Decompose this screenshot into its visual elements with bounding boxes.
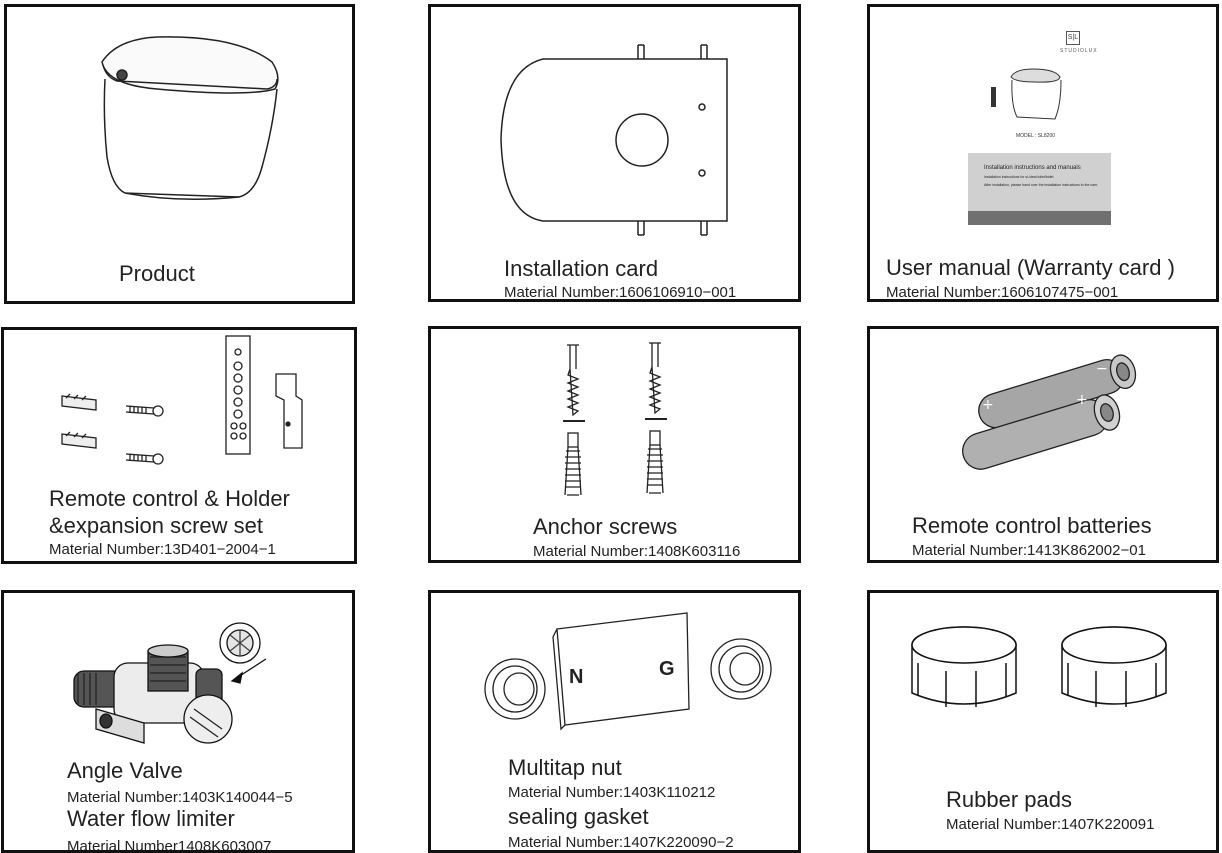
manual-heading: Installation instructions and manuals bbox=[984, 165, 1081, 171]
toilet-illustration bbox=[101, 36, 279, 200]
material-number: Material Number:1606106910−001 bbox=[504, 284, 737, 301]
manual-line1: Installation instructions for sl-ideal t… bbox=[984, 175, 1054, 179]
card-title: Multitap nut bbox=[508, 755, 622, 780]
material-number-2: Material Number:1407K220090−2 bbox=[508, 834, 734, 851]
card-title: Remote control & Holder bbox=[49, 486, 290, 511]
manual-cover: S|L STUDIOLUX MODEL : SL8200 Installatio… bbox=[870, 7, 1216, 237]
card-installation-card: Installation card Material Number:160610… bbox=[428, 4, 801, 302]
manual-brand: STUDIOLUX bbox=[1060, 48, 1098, 54]
manual-line2: After installation, please hand over the… bbox=[984, 183, 1099, 187]
material-number: Material Number:1606107475−001 bbox=[886, 284, 1119, 301]
manual-model: MODEL : SL8200 bbox=[1016, 133, 1056, 139]
material-number: Material Number:1403K140044−5 bbox=[67, 789, 293, 806]
card-remote-control: Remote control & Holder &expansion screw… bbox=[1, 327, 357, 564]
anchor-screw-right bbox=[645, 342, 667, 494]
rubber-pad-left bbox=[911, 626, 1017, 707]
angle-valve-illustration bbox=[73, 622, 267, 744]
card-user-manual: S|L STUDIOLUX MODEL : SL8200 Installatio… bbox=[867, 4, 1219, 302]
battery-plus-sign-2: + bbox=[1076, 392, 1088, 408]
material-number: Material Number:1408K603116 bbox=[533, 543, 741, 560]
rubber-pads-illustration bbox=[911, 626, 1167, 707]
card-rubber-pads: Rubber pads Material Number:1407K220091 bbox=[867, 590, 1219, 853]
anchor-screw-left bbox=[563, 344, 585, 496]
gasket-left bbox=[484, 658, 546, 720]
card-anchor-screws: Anchor screws Material Number:1408K60311… bbox=[428, 326, 801, 563]
card-batteries: + + − Remote control batteries Material … bbox=[867, 326, 1219, 563]
material-number: Material Number:1407K220091 bbox=[946, 816, 1155, 833]
card-title: Angle Valve bbox=[67, 758, 183, 783]
card-title: Anchor screws bbox=[533, 514, 678, 539]
manual-dark-strip bbox=[968, 211, 1111, 225]
material-number: Material Number:1413K862002−01 bbox=[912, 542, 1146, 559]
manual-info-box: Installation instructions and manuals In… bbox=[968, 153, 1111, 225]
batteries-illustration: + + − bbox=[962, 354, 1137, 470]
battery-minus-sign: − bbox=[1096, 361, 1108, 377]
rubber-pad-right bbox=[1061, 626, 1167, 707]
anchor-screws-illustration bbox=[563, 342, 667, 496]
studiolux-logo: S|L bbox=[1066, 31, 1080, 45]
card-title: Product bbox=[119, 261, 195, 286]
nut-label-g: G bbox=[659, 658, 675, 680]
material-number: Material Number:13D401−2004−1 bbox=[49, 541, 276, 558]
flow-limiter-disc bbox=[219, 622, 261, 664]
card-title-line2: &expansion screw set bbox=[49, 513, 263, 538]
manual-toilet-thumbnail bbox=[991, 68, 1062, 120]
nut-label-n: N bbox=[569, 666, 583, 688]
multitap-nut-illustration: N G bbox=[484, 612, 772, 731]
installation-card-template bbox=[500, 44, 728, 236]
card-product: Product bbox=[4, 4, 355, 304]
card-angle-valve: Angle Valve Material Number:1403K140044−… bbox=[1, 590, 355, 853]
card-title: Remote control batteries bbox=[912, 513, 1152, 538]
card-title-line2: sealing gasket bbox=[508, 804, 649, 829]
gasket-right bbox=[710, 638, 772, 700]
material-number: Material Number:1403K110212 bbox=[508, 784, 716, 801]
card-title-line2: Water flow limiter bbox=[67, 806, 235, 831]
card-title: User manual (Warranty card ) bbox=[886, 255, 1175, 280]
card-multitap-nut: N G Multitap nut Material Number:1403K11… bbox=[428, 590, 801, 853]
card-title: Installation card bbox=[504, 256, 659, 281]
material-number-2: Material Number1408K603007 bbox=[67, 838, 272, 853]
battery-plus-sign: + bbox=[982, 397, 994, 413]
remote-control-set-illustration bbox=[61, 335, 303, 465]
card-title: Rubber pads bbox=[946, 787, 1072, 812]
